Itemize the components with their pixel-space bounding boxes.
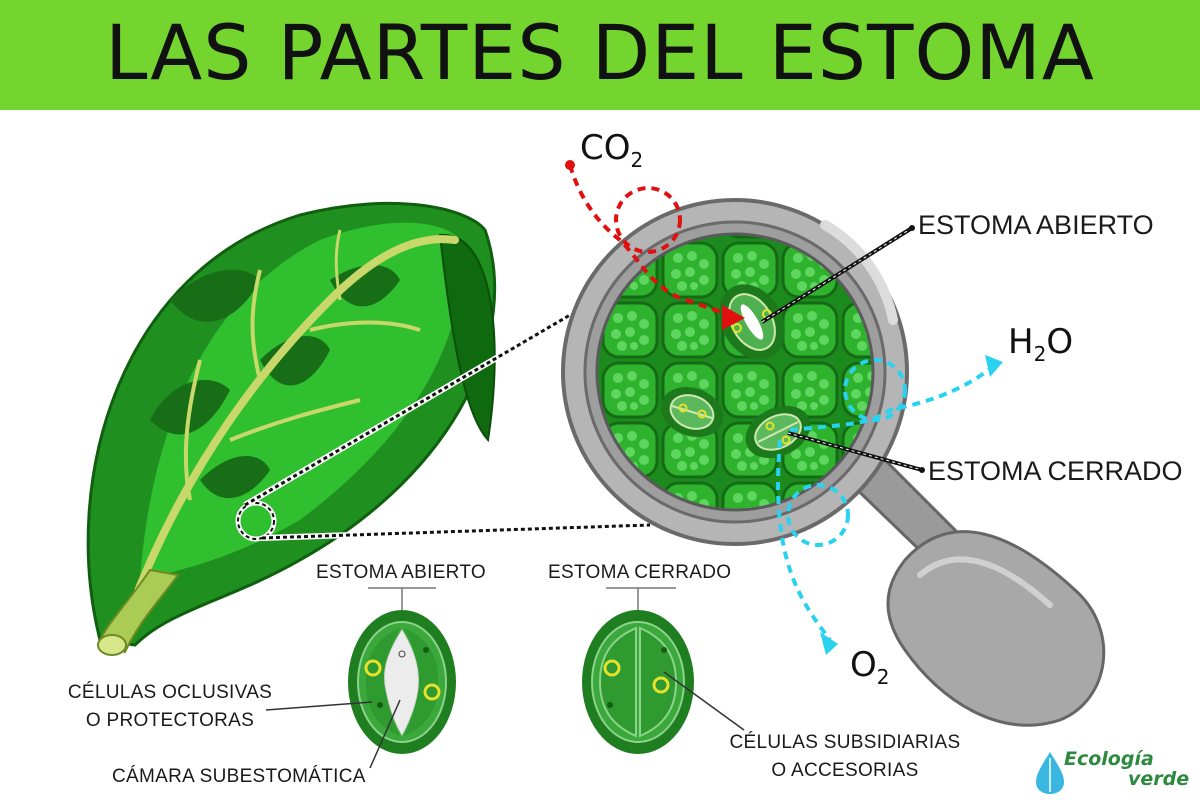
water-oxygen-arrows xyxy=(776,355,1003,655)
label-celulas-oclusivas-line1: CÉLULAS OCLUSIVAS xyxy=(67,682,273,703)
ecologia-verde-logo: Ecología verde xyxy=(1036,748,1196,792)
title-banner xyxy=(0,0,1200,110)
label-camara-subestomatica: CÁMARA SUBESTOMÁTICA xyxy=(112,766,366,787)
lens-label-estoma-abierto: ESTOMA ABIERTO xyxy=(918,210,1154,240)
label-celulas-oclusivas-line2: O PROTECTORAS xyxy=(85,710,255,731)
h2o-label: H2O xyxy=(1008,322,1074,366)
label-celulas-subsidiarias-line1: CÉLULAS SUBSIDIARIAS xyxy=(729,732,961,753)
lens-stoma-closed-2 xyxy=(745,405,811,459)
detail-label-estoma-abierto: ESTOMA ABIERTO xyxy=(316,562,486,583)
logo-icon xyxy=(1036,752,1064,794)
detail-stoma-open xyxy=(348,587,456,769)
detail-label-estoma-cerrado: ESTOMA CERRADO xyxy=(548,562,732,583)
detail-stoma-closed xyxy=(582,587,745,754)
label-celulas-oclusivas: CÉLULAS OCLUSIVAS O PROTECTORAS xyxy=(60,682,280,732)
lens-label-estoma-cerrado: ESTOMA CERRADO xyxy=(928,456,1183,486)
co2-arrow xyxy=(565,160,745,330)
lens-stoma-closed-1 xyxy=(660,386,724,438)
oclusivas-pointer xyxy=(265,701,373,711)
logo-text-line1: Ecología xyxy=(1064,748,1154,770)
page-title: LAS PARTES DEL ESTOMA xyxy=(105,8,1095,97)
co2-label: CO2 xyxy=(580,128,644,172)
logo-text-line2: verde xyxy=(1128,768,1190,790)
leaf-illustration xyxy=(86,201,497,656)
lens-label-pointers xyxy=(760,225,925,473)
zoom-connector-lines xyxy=(243,312,651,541)
o2-label: O2 xyxy=(850,645,890,689)
label-celulas-subsidiarias-line2: O ACCESORIAS xyxy=(771,760,919,781)
lens-stoma-open xyxy=(719,284,785,360)
label-celulas-subsidiarias: CÉLULAS SUBSIDIARIAS O ACCESORIAS xyxy=(720,732,970,782)
